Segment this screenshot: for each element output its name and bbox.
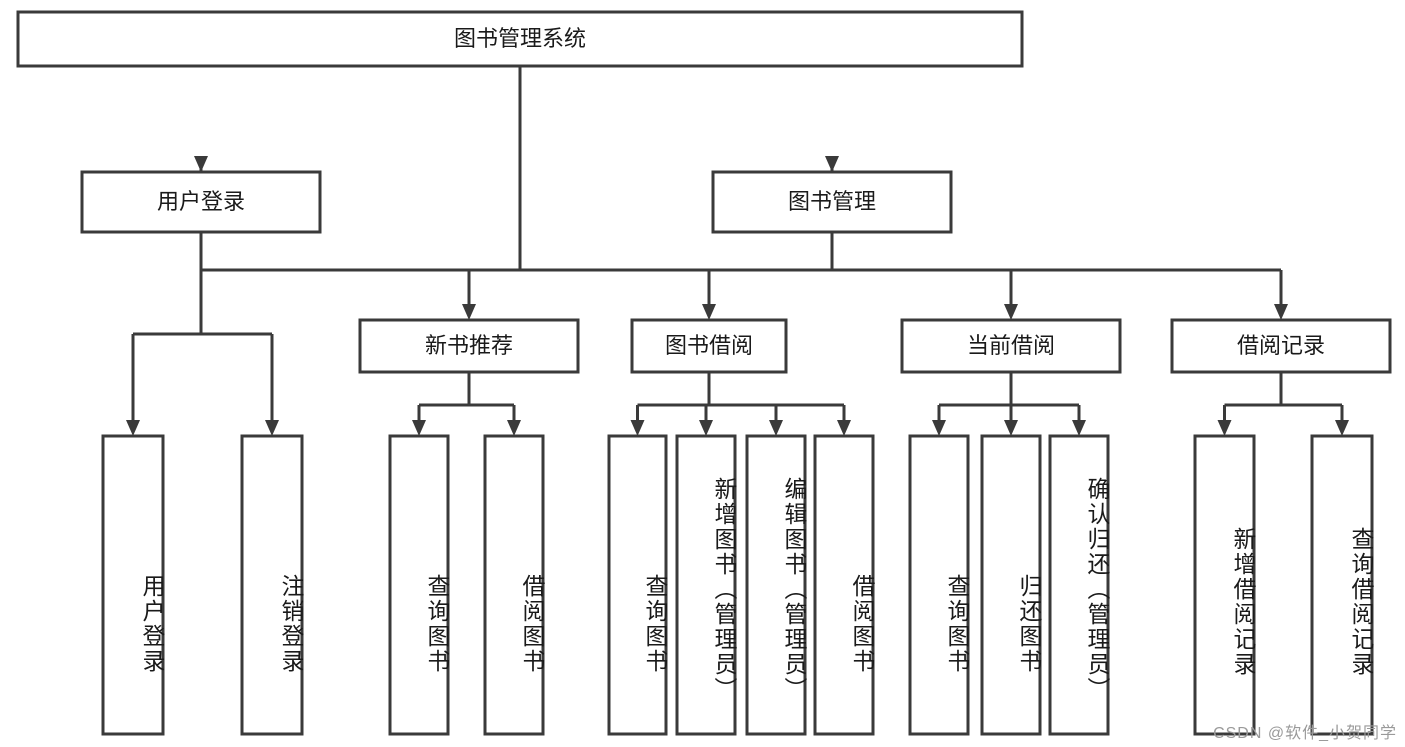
arrow-head-icon [630, 420, 645, 436]
arrow-head-icon [1072, 420, 1086, 436]
node-label: 图书管理系统 [454, 26, 586, 51]
node-level2-1[interactable]: 图书借阅 [630, 318, 788, 374]
node-leaf-0[interactable] [101, 434, 165, 736]
node-label: 当前借阅 [967, 333, 1055, 358]
node-label: 新书推荐 [425, 333, 513, 358]
node-leaf-1[interactable] [240, 434, 304, 736]
arrow-head-icon [769, 420, 783, 436]
arrow-head-icon [932, 420, 946, 436]
node-root-图书管理系统[interactable]: 图书管理系统 [16, 10, 1024, 68]
node-leaf-4[interactable] [607, 434, 668, 736]
node-label: 用户登录 [157, 189, 245, 214]
node-level1-1[interactable]: 图书管理 [711, 170, 953, 234]
node-leaf-11[interactable] [1193, 434, 1256, 736]
node-leaf-10[interactable] [1048, 434, 1110, 736]
arrow-head-icon [837, 420, 851, 436]
arrow-head-icon [1274, 304, 1288, 320]
node-leaf-7[interactable] [813, 434, 875, 736]
arrow-head-icon [507, 420, 521, 436]
node-level2-2[interactable]: 当前借阅 [900, 318, 1122, 374]
node-level2-0[interactable]: 新书推荐 [358, 318, 580, 374]
node-label: 借阅记录 [1237, 333, 1325, 358]
node-level2-3[interactable]: 借阅记录 [1170, 318, 1392, 374]
arrow-head-icon [825, 156, 839, 172]
node-level1-0[interactable]: 用户登录 [80, 170, 322, 234]
arrow-head-icon [412, 420, 426, 436]
arrow-head-icon [702, 304, 716, 320]
node-leaf-2[interactable] [388, 434, 450, 736]
node-label: 图书管理 [788, 189, 876, 214]
node-leaf-6[interactable] [745, 434, 807, 736]
connector-edges [126, 66, 1349, 436]
node-leaf-12[interactable] [1310, 434, 1374, 736]
arrow-head-icon [1217, 420, 1232, 436]
arrow-head-icon [1335, 420, 1349, 436]
node-leaf-9[interactable] [980, 434, 1042, 736]
watermark-text: CSDN @软件_小贺同学 [1213, 725, 1397, 742]
arrow-head-icon [1004, 304, 1018, 320]
arrow-head-icon [462, 304, 476, 320]
arrow-head-icon [1004, 420, 1018, 436]
arrow-head-icon [126, 420, 140, 436]
node-leaf-8[interactable] [908, 434, 970, 736]
arrow-head-icon [194, 156, 208, 172]
arrow-head-icon [265, 420, 279, 436]
arrow-head-icon [699, 420, 713, 436]
node-leaf-3[interactable] [483, 434, 545, 736]
node-label: 图书借阅 [665, 333, 753, 358]
node-leaf-5[interactable] [675, 434, 737, 736]
